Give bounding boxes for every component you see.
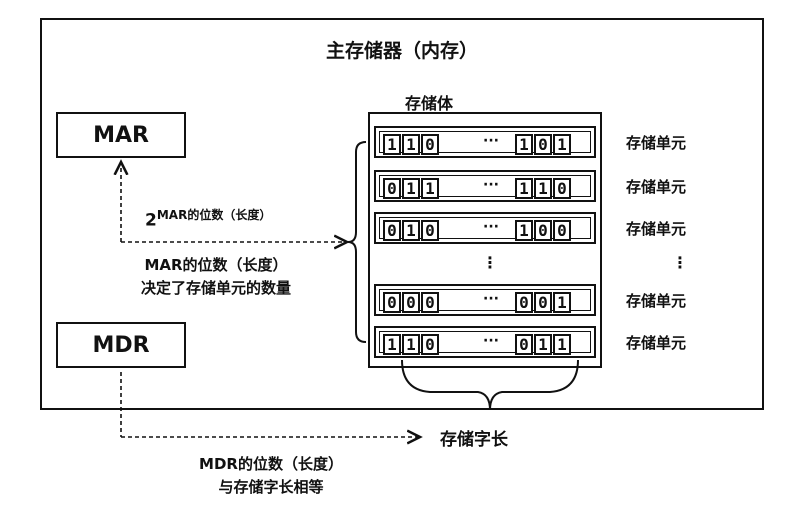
- bit-ellipsis: ···: [483, 177, 499, 193]
- bit-cell: 1: [534, 178, 552, 199]
- storage-cell-label: 存储单元: [626, 178, 687, 196]
- mar-note-line1: MAR的位数（长度）: [144, 256, 288, 274]
- bit-cell: 1: [515, 220, 533, 241]
- bit-cell: 0: [421, 134, 439, 155]
- storage-bank-title: 存储体: [405, 94, 454, 113]
- bit-cell: 1: [383, 134, 401, 155]
- main-memory-frame: [40, 18, 764, 410]
- storage-cell-label: 存储单元: [626, 292, 687, 310]
- bit-cell: 0: [534, 220, 552, 241]
- bit-cell: 0: [383, 220, 401, 241]
- bit-cell: 0: [534, 134, 552, 155]
- storage-cell-label: 存储单元: [626, 220, 687, 238]
- word-length-label: 存储字长: [440, 430, 508, 450]
- bit-ellipsis: ···: [483, 333, 499, 349]
- mar-note: MAR的位数（长度） 决定了存储单元的数量: [96, 254, 336, 298]
- bit-cell: 0: [421, 334, 439, 355]
- mar-note-line2: 决定了存储单元的数量: [140, 279, 291, 297]
- bit-cell: 0: [421, 220, 439, 241]
- storage-cell-label: 存储单元: [626, 134, 687, 152]
- bit-cell: 1: [515, 134, 533, 155]
- bit-cell: 1: [421, 178, 439, 199]
- mar-arrow-label-exponent: MAR的位数（长度）: [156, 208, 272, 222]
- bit-cell: 0: [553, 178, 571, 199]
- mdr-register: MDR: [56, 322, 186, 368]
- storage-bank: [368, 112, 602, 368]
- bit-cell: 0: [383, 178, 401, 199]
- bit-cell: 1: [553, 292, 571, 313]
- bit-cell: 1: [402, 220, 420, 241]
- mar-register: MAR: [56, 112, 186, 158]
- main-memory-title: 主存储器（内存）: [325, 40, 478, 62]
- bit-ellipsis: ···: [483, 219, 499, 235]
- bit-cell: 1: [534, 334, 552, 355]
- mdr-note-line1: MDR的位数（长度）: [199, 455, 343, 473]
- bit-cell: 1: [402, 134, 420, 155]
- bit-cell: 0: [515, 292, 533, 313]
- mdr-note: MDR的位数（长度） 与存储字长相等: [146, 453, 396, 497]
- label-vertical-ellipsis: ⋮: [672, 253, 688, 272]
- bit-cell: 1: [402, 334, 420, 355]
- bit-cell: 1: [383, 334, 401, 355]
- bit-ellipsis: ···: [483, 291, 499, 307]
- mdr-note-line2: 与存储字长相等: [218, 478, 324, 496]
- bit-cell: 0: [534, 292, 552, 313]
- bank-vertical-ellipsis: ⋮: [482, 253, 498, 272]
- mar-arrow-label: 2MAR的位数（长度）: [145, 206, 271, 230]
- bit-cell: 1: [515, 178, 533, 199]
- bank-left-brace: [347, 141, 367, 343]
- word-length-brace: [401, 359, 579, 411]
- storage-cell-label: 存储单元: [626, 334, 687, 352]
- bit-cell: 1: [553, 134, 571, 155]
- bit-cell: 1: [553, 334, 571, 355]
- bit-cell: 1: [402, 178, 420, 199]
- bit-cell: 0: [421, 292, 439, 313]
- bit-cell: 0: [383, 292, 401, 313]
- bit-ellipsis: ···: [483, 133, 499, 149]
- mar-arrow-label-base: 2: [145, 210, 157, 231]
- bit-cell: 0: [515, 334, 533, 355]
- bit-cell: 0: [553, 220, 571, 241]
- bit-cell: 0: [402, 292, 420, 313]
